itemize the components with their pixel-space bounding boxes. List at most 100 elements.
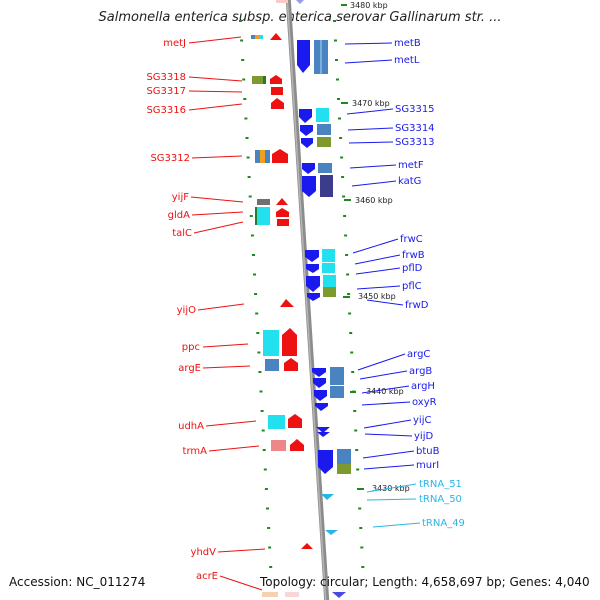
scale-label: 3440 kbp xyxy=(366,387,404,396)
gene-label-talC: talC xyxy=(172,228,192,239)
tick-dot-right xyxy=(341,176,345,178)
SG3318-arrow xyxy=(270,75,282,84)
scale-labels: 3480 kbp 3470 kbp 3460 kbp 3450 kbp 3440… xyxy=(341,1,410,493)
tick-dot-left xyxy=(257,351,261,354)
yijC-arrow xyxy=(316,427,330,433)
SG3312-cog-box-3 xyxy=(265,150,270,163)
gene-label-frwB: frwB xyxy=(402,250,425,261)
gene-label-yijD: yijD xyxy=(414,431,433,442)
tRNA_50-arrow xyxy=(321,494,334,500)
tick-dot-left xyxy=(262,449,266,451)
gene-label-SG3316: SG3316 xyxy=(146,105,186,116)
metF-cog-box xyxy=(318,163,332,173)
tick-dot-right xyxy=(359,527,363,529)
katG-cog-box xyxy=(320,175,333,197)
tick-dot-right xyxy=(350,351,354,354)
gene-label-SG3313: SG3313 xyxy=(395,137,435,148)
tick-dot-left xyxy=(249,215,253,217)
tick-dot-left xyxy=(239,20,242,22)
tick-dot-left xyxy=(250,234,254,237)
metL-cog-box-line xyxy=(320,40,322,74)
metJ-cog-box xyxy=(251,35,255,39)
accession-label: Accession: NC_011274 xyxy=(9,575,146,589)
tick-dot-left xyxy=(241,59,245,61)
ppc-cog-box xyxy=(263,330,279,356)
tick-dot-left xyxy=(247,176,251,178)
gene-label-metB: metB xyxy=(394,38,421,49)
tick-dot-right xyxy=(344,234,348,237)
tick-dot-right xyxy=(348,312,352,315)
gene-label-frwC: frwC xyxy=(400,234,423,245)
tick-dot-left xyxy=(269,566,273,568)
tick-dot-left xyxy=(259,390,263,393)
SG3315-arrow xyxy=(299,109,312,123)
tick-dot-right xyxy=(346,273,350,276)
right-gene-labels xyxy=(344,42,415,470)
argE-cog-box xyxy=(265,359,279,371)
SG3318-cog-box-2 xyxy=(263,76,266,84)
trna-labels xyxy=(366,483,421,528)
tick-dot-left xyxy=(268,546,272,549)
gene-label-acrE: acrE xyxy=(196,571,218,582)
tick-dot-left xyxy=(245,137,249,139)
scale-label: 3470 kbp xyxy=(352,99,390,108)
scale-label: 3460 kbp xyxy=(355,196,393,205)
tick-dot-right xyxy=(355,449,359,451)
tick-dot-right xyxy=(358,507,362,510)
ppc-arrow xyxy=(282,328,297,356)
tick-dot-left xyxy=(254,293,258,295)
gene-label-SG3317: SG3317 xyxy=(146,86,186,97)
frwB-arrow xyxy=(306,264,319,273)
argE-arrow xyxy=(284,358,298,371)
tRNA_49-arrow xyxy=(325,530,338,535)
reverse-features xyxy=(297,40,351,535)
left-gene-labels xyxy=(188,36,266,591)
scale-label: 3450 kbp xyxy=(358,292,396,301)
trmA-cog-box xyxy=(271,440,286,451)
tick-dot-right xyxy=(353,410,357,412)
tick-dot-right xyxy=(343,215,347,217)
tick-dot-right xyxy=(349,332,353,334)
forward-features xyxy=(251,33,313,549)
gldA-cog-box xyxy=(257,207,270,225)
SG3312-cog-box xyxy=(255,150,260,163)
frwD-arrow xyxy=(307,293,320,301)
SG3316-arrow xyxy=(271,98,284,109)
tick-dot-right xyxy=(340,156,344,159)
feature-faded-top-arrow xyxy=(296,0,304,4)
tick-dot-right xyxy=(351,371,355,373)
SG3314-cog-box xyxy=(317,124,331,135)
right-gene-label-texts: metB metL SG3315 SG3314 SG3313 metF katG… xyxy=(394,38,440,471)
gene-label-metJ: metJ xyxy=(163,38,186,49)
gene-label-yijC: yijC xyxy=(413,415,431,426)
tick-dot-right xyxy=(335,59,338,61)
frwB-cog-box xyxy=(322,263,335,273)
yijF-cog-box xyxy=(257,199,270,205)
tick-dot-right xyxy=(338,117,341,120)
SG3314-arrow xyxy=(300,125,313,136)
tick-dot-right xyxy=(339,137,343,139)
talC-arrow xyxy=(277,219,289,226)
SG3315-cog-box xyxy=(316,108,329,122)
tick-dot-left xyxy=(267,527,271,529)
tick-dot-right xyxy=(337,98,340,100)
gene-label-ppc: ppc xyxy=(182,342,200,353)
metB-arrow xyxy=(297,40,310,73)
tick-dot-left xyxy=(263,468,267,471)
katG-arrow xyxy=(302,176,316,197)
tick-dot-left xyxy=(244,117,248,120)
tick-marks xyxy=(239,20,365,568)
left-gene-label-texts: metJ SG3318 SG3317 SG3316 SG3312 yijF gl… xyxy=(146,38,218,582)
gene-label-oxyR: oxyR xyxy=(412,397,437,408)
tick-dot-left xyxy=(260,410,264,412)
gene-label-gldA: gldA xyxy=(168,210,190,221)
argH-arrow xyxy=(314,390,327,401)
tick-dot-left xyxy=(266,507,269,510)
gene-label-trmA: trmA xyxy=(183,446,208,457)
tick-dot-right xyxy=(354,429,358,432)
gene-label-yijF: yijF xyxy=(172,192,189,203)
tick-dot-right xyxy=(360,546,364,549)
gene-label-argE: argE xyxy=(178,363,201,374)
